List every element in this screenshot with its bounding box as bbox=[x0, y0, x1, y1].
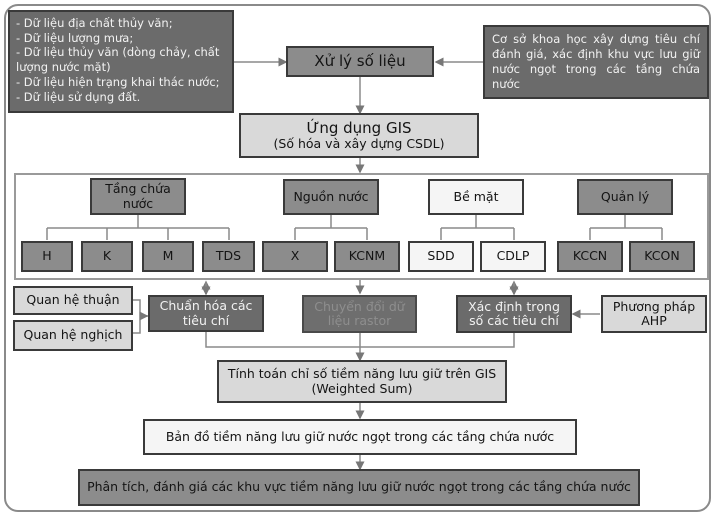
weighted-sum-title: Tính toán chỉ số tiềm năng lưu giữ trên … bbox=[227, 366, 497, 382]
merge-lines bbox=[205, 332, 515, 348]
criterion-label: CDLP bbox=[496, 248, 530, 264]
group-water-source: Nguồn nước bbox=[283, 179, 379, 215]
group-aquifer: Tầng chứa nước bbox=[90, 178, 186, 215]
tree-surface bbox=[440, 215, 515, 240]
criterion-kcnm: KCNM bbox=[334, 241, 400, 272]
group-surface-label: Bề mặt bbox=[453, 188, 499, 204]
potential-map-box: Bản đồ tiềm năng lưu giữ nước ngọt trong… bbox=[143, 419, 577, 455]
criteria-weighting-box: Xác định trọng số các tiêu chí bbox=[456, 295, 572, 333]
criterion-label: K bbox=[102, 248, 112, 264]
potential-map-label: Bản đồ tiềm năng lưu giữ nước ngọt trong… bbox=[165, 428, 555, 444]
criterion-label: SDD bbox=[427, 248, 455, 264]
relation-positive-label: Quan hệ thuận bbox=[26, 292, 120, 308]
weighted-sum-subtitle: (Weighted Sum) bbox=[311, 380, 413, 396]
criterion-cdlp: CDLP bbox=[480, 241, 546, 272]
criterion-label: H bbox=[42, 248, 52, 264]
process-data-box: Xử lý số liệu bbox=[286, 46, 434, 77]
group-management: Quản lý bbox=[577, 179, 673, 215]
criterion-label: TDS bbox=[215, 248, 242, 264]
criterion-h: H bbox=[21, 241, 73, 272]
input-data-item: - Dữ liệu thủy văn (dòng chảy, chất bbox=[16, 45, 220, 60]
criterion-label: M bbox=[162, 248, 174, 264]
raster-conversion-label: Chuyển đổi dữ liệu rastor bbox=[314, 298, 405, 328]
process-data-label: Xử lý số liệu bbox=[314, 51, 406, 70]
criteria-weighting-label: Xác định trọng số các tiêu chí bbox=[468, 298, 560, 328]
weighted-sum-box: Tính toán chỉ số tiềm năng lưu giữ trên … bbox=[217, 360, 507, 403]
criterion-tds: TDS bbox=[202, 241, 255, 272]
criterion-sdd: SDD bbox=[408, 241, 474, 272]
analysis-label: Phân tích, đánh giá các khu vực tiềm năn… bbox=[87, 479, 631, 495]
criterion-label: X bbox=[290, 248, 300, 264]
input-data-item: lượng nước mặt) bbox=[16, 60, 111, 75]
input-data-item: - Dữ liệu hiện trạng khai thác nước; bbox=[16, 74, 220, 89]
criterion-label: KCCN bbox=[572, 248, 608, 264]
group-water-source-label: Nguồn nước bbox=[293, 188, 369, 204]
normalize-criteria-box: Chuẩn hóa các tiêu chí bbox=[148, 295, 264, 332]
criterion-label: KCON bbox=[644, 248, 680, 264]
input-data-item: - Dữ liệu lượng mưa; bbox=[16, 30, 134, 45]
relation-negative-box: Quan hệ nghịch bbox=[13, 320, 133, 351]
criterion-kccn: KCCN bbox=[557, 241, 623, 272]
criterion-m: M bbox=[142, 241, 194, 272]
ahp-method-label: Phương pháp AHP bbox=[612, 298, 696, 328]
group-surface: Bề mặt bbox=[428, 179, 524, 215]
gis-application-title: Ứng dụng GIS bbox=[306, 118, 412, 137]
input-data-box: - Dữ liệu địa chất thủy văn; - Dữ liệu l… bbox=[8, 10, 234, 113]
criterion-x: X bbox=[262, 241, 328, 272]
tree-management bbox=[589, 215, 663, 240]
gis-application-box: Ứng dụng GIS (Số hóa và xây dựng CSDL) bbox=[239, 113, 479, 158]
tree-water-source bbox=[294, 215, 368, 240]
group-aquifer-label: Tầng chứa nước bbox=[105, 181, 171, 211]
relation-positive-box: Quan hệ thuận bbox=[13, 286, 133, 315]
normalize-criteria-label: Chuẩn hóa các tiêu chí bbox=[159, 298, 253, 328]
raster-conversion-box: Chuyển đổi dữ liệu rastor bbox=[302, 295, 417, 333]
group-management-label: Quản lý bbox=[600, 188, 650, 204]
scientific-basis-label: Cơ sở khoa học xây dựng tiêu chí đánh gi… bbox=[492, 32, 700, 91]
gis-application-subtitle: (Số hóa và xây dựng CSDL) bbox=[273, 135, 445, 151]
ahp-method-box: Phương pháp AHP bbox=[601, 295, 707, 333]
diagram-frame bbox=[4, 4, 711, 512]
criterion-kcon: KCON bbox=[629, 241, 695, 272]
scientific-basis-box: Cơ sở khoa học xây dựng tiêu chí đánh gi… bbox=[483, 25, 709, 99]
input-data-item: - Dữ liệu sử dụng đất. bbox=[16, 89, 141, 104]
input-data-item: - Dữ liệu địa chất thủy văn; bbox=[16, 16, 173, 30]
criterion-label: KCNM bbox=[348, 248, 386, 264]
criterion-k: K bbox=[81, 241, 133, 272]
relation-negative-label: Quan hệ nghịch bbox=[23, 327, 123, 343]
analysis-box: Phân tích, đánh giá các khu vực tiềm năn… bbox=[78, 469, 640, 506]
tree-aquifer bbox=[46, 214, 230, 240]
